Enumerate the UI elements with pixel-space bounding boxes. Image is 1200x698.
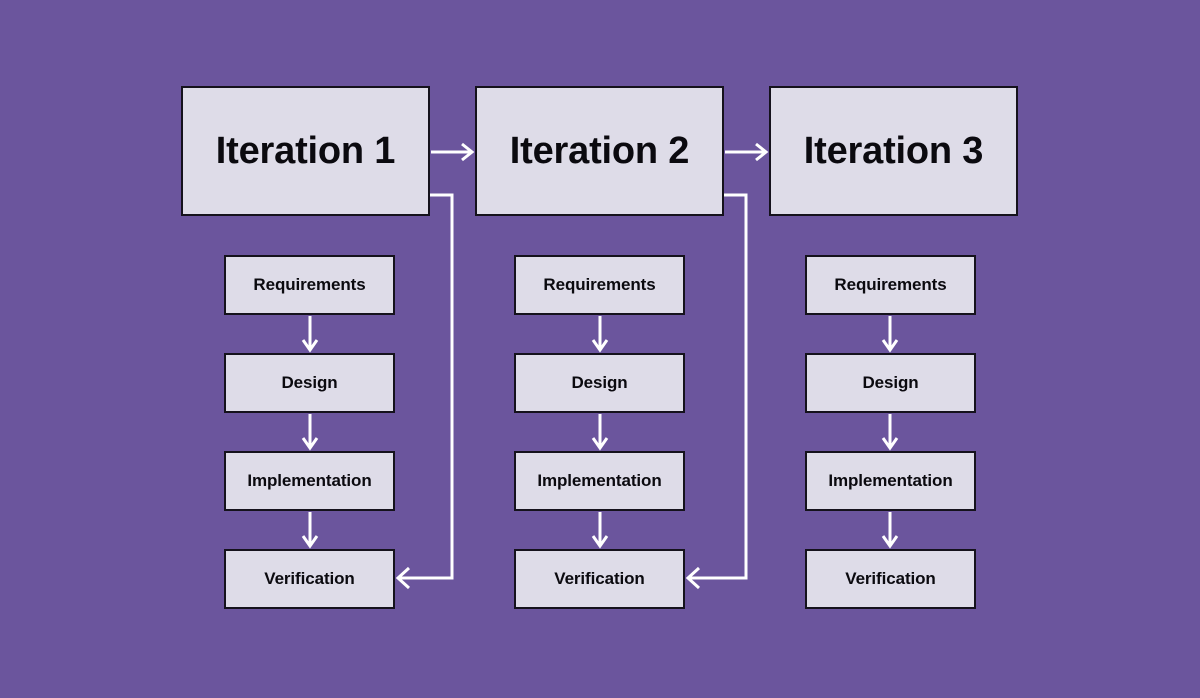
stage-box-iteration3-design[interactable]: Design [805, 353, 976, 413]
arrow-iteration1-requirements-to-design [301, 316, 319, 353]
stage-box-iteration3-requirements[interactable]: Requirements [805, 255, 976, 315]
arrow-iteration2-to-iteration3 [725, 142, 769, 162]
stage-label: Requirements [834, 275, 947, 294]
arrow-iteration2-implementation-to-verification [591, 512, 609, 549]
arrow-iteration3-design-to-implementation [881, 414, 899, 451]
iteration-label: Iteration 3 [803, 129, 984, 172]
stage-label: Design [571, 373, 628, 392]
stage-box-iteration2-verification[interactable]: Verification [514, 549, 685, 609]
arrow-iteration3-requirements-to-design [881, 316, 899, 353]
iteration-label: Iteration 1 [215, 129, 396, 172]
iteration-box-3[interactable]: Iteration 3 [769, 86, 1018, 216]
arrow-iteration2-requirements-to-design [591, 316, 609, 353]
arrow-iteration2-feedback-loop [685, 193, 748, 590]
stage-box-iteration1-implementation[interactable]: Implementation [224, 451, 395, 511]
stage-label: Implementation [828, 471, 953, 490]
stage-box-iteration2-implementation[interactable]: Implementation [514, 451, 685, 511]
stage-box-iteration1-verification[interactable]: Verification [224, 549, 395, 609]
arrow-iteration3-implementation-to-verification [881, 512, 899, 549]
arrow-iteration2-design-to-implementation [591, 414, 609, 451]
iteration-box-2[interactable]: Iteration 2 [475, 86, 724, 216]
stage-box-iteration1-requirements[interactable]: Requirements [224, 255, 395, 315]
stage-box-iteration2-requirements[interactable]: Requirements [514, 255, 685, 315]
arrow-iteration1-design-to-implementation [301, 414, 319, 451]
stage-label: Implementation [537, 471, 662, 490]
stage-label: Implementation [247, 471, 372, 490]
stage-label: Verification [554, 569, 645, 588]
stage-label: Design [862, 373, 919, 392]
arrow-iteration1-implementation-to-verification [301, 512, 319, 549]
arrow-iteration1-feedback-loop [395, 193, 454, 590]
stage-box-iteration2-design[interactable]: Design [514, 353, 685, 413]
arrow-iteration1-to-iteration2 [431, 142, 475, 162]
stage-label: Verification [845, 569, 936, 588]
stage-box-iteration3-implementation[interactable]: Implementation [805, 451, 976, 511]
stage-label: Design [281, 373, 338, 392]
stage-label: Requirements [543, 275, 656, 294]
stage-label: Verification [264, 569, 355, 588]
stage-box-iteration1-design[interactable]: Design [224, 353, 395, 413]
iteration-label: Iteration 2 [509, 129, 690, 172]
stage-label: Requirements [253, 275, 366, 294]
stage-box-iteration3-verification[interactable]: Verification [805, 549, 976, 609]
iteration-box-1[interactable]: Iteration 1 [181, 86, 430, 216]
